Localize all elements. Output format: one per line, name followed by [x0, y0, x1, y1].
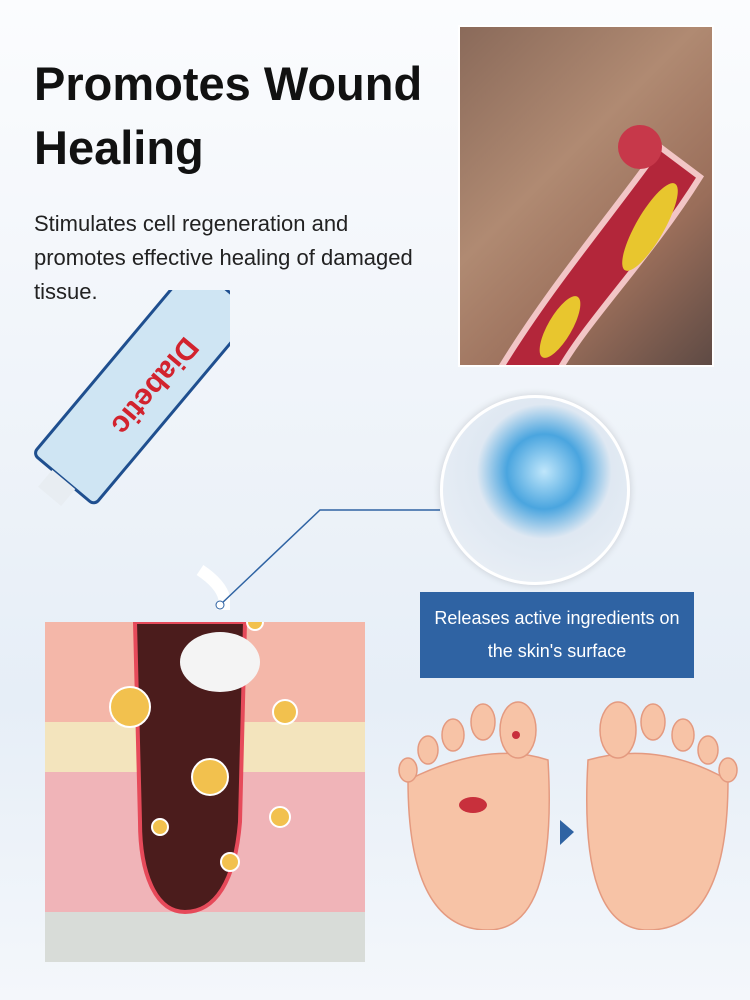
foot-artery-illustration — [498, 125, 705, 365]
callout-box: Releases active ingredients on the skin'… — [420, 592, 694, 678]
pointer-line — [215, 509, 440, 610]
skin-cross-section — [45, 622, 365, 962]
description-text: Stimulates cell regeneration and promote… — [34, 211, 413, 304]
foot-wound-photo — [458, 25, 714, 367]
feet-before-after — [398, 701, 738, 930]
arrow-right-icon — [560, 820, 574, 845]
page-title: Promotes Wound Healing — [34, 57, 423, 174]
cream-tube: Diabetic — [34, 290, 230, 610]
active-ingredient-bubble — [440, 395, 630, 585]
